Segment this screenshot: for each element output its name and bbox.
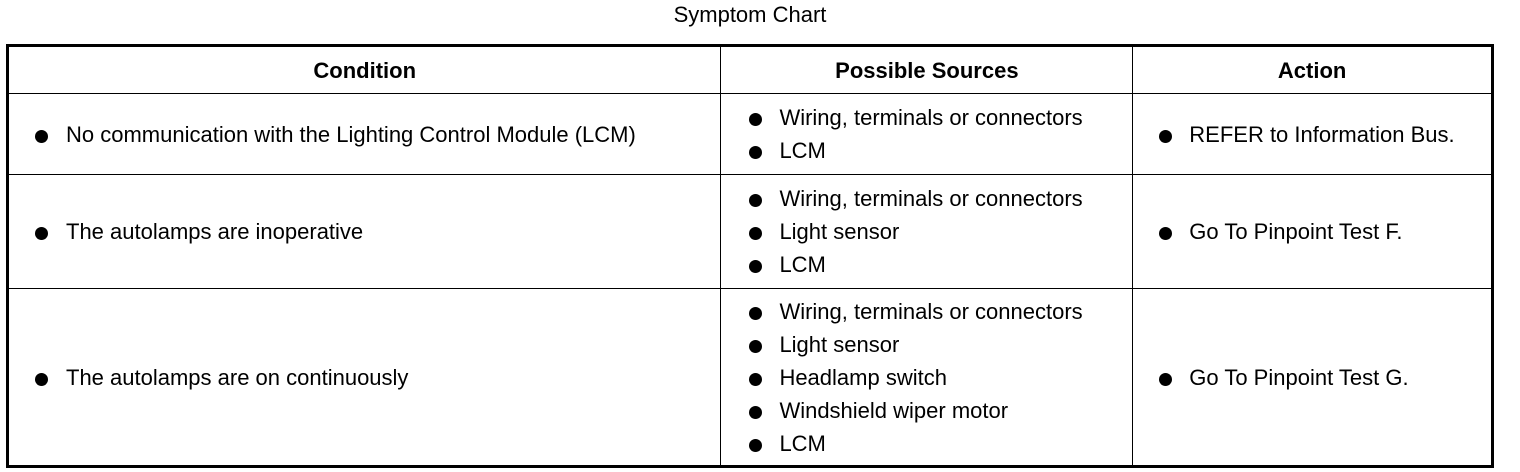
list-item: Wiring, terminals or connectors	[721, 101, 1132, 134]
source-text: Headlamp switch	[779, 364, 947, 390]
table-row: No communication with the Lighting Contr…	[6, 93, 1493, 175]
sources-list: Wiring, terminals or connectors LCM	[721, 101, 1132, 167]
sources-list: Wiring, terminals or connectors Light se…	[721, 295, 1132, 460]
table-row: The autolamps are inoperative Wiring, te…	[6, 174, 1493, 289]
bullet-icon	[35, 129, 48, 143]
list-item: Wiring, terminals or connectors	[721, 182, 1132, 215]
list-item: Go To Pinpoint Test F.	[1133, 215, 1491, 248]
sources-list: Wiring, terminals or connectors Light se…	[721, 182, 1132, 281]
header-action: Action	[1132, 45, 1493, 94]
bullet-icon	[749, 113, 763, 126]
bullet-icon	[749, 227, 763, 240]
source-text: LCM	[779, 430, 826, 456]
source-text: Wiring, terminals or connectors	[779, 186, 1083, 211]
action-text: REFER to Information Bus.	[1189, 121, 1455, 147]
list-item: Light sensor	[721, 215, 1132, 248]
bullet-icon	[1159, 129, 1173, 143]
action-list: Go To Pinpoint Test G.	[1133, 361, 1491, 394]
bullet-icon	[749, 405, 763, 419]
header-condition: Condition	[6, 45, 722, 94]
source-text: LCM	[779, 252, 826, 277]
action-list: REFER to Information Bus.	[1133, 118, 1491, 151]
header-possible-sources: Possible Sources	[720, 45, 1134, 94]
condition-list: The autolamps are on continuously	[9, 361, 720, 394]
bullet-icon	[749, 306, 763, 320]
bullet-icon	[35, 227, 48, 240]
list-item: The autolamps are inoperative	[9, 215, 720, 248]
header-row: Condition Possible Sources Action	[6, 45, 1493, 94]
source-text: Light sensor	[779, 331, 900, 357]
action-cell: Go To Pinpoint Test F.	[1132, 174, 1493, 289]
symptom-table: Condition Possible Sources Action No com…	[6, 44, 1494, 468]
bullet-icon	[749, 146, 763, 159]
bullet-icon	[749, 194, 763, 207]
condition-text: The autolamps are on continuously	[66, 364, 409, 390]
condition-list: No communication with the Lighting Contr…	[9, 118, 720, 151]
sources-cell: Wiring, terminals or connectors Light se…	[720, 288, 1134, 467]
bullet-icon	[1159, 227, 1173, 240]
list-item: Wiring, terminals or connectors	[721, 295, 1132, 328]
list-item: Go To Pinpoint Test G.	[1133, 361, 1491, 394]
condition-text: No communication with the Lighting Contr…	[66, 121, 636, 147]
sources-cell: Wiring, terminals or connectors Light se…	[720, 174, 1134, 289]
bullet-icon	[749, 260, 763, 273]
condition-cell: No communication with the Lighting Contr…	[6, 93, 722, 175]
bullet-icon	[35, 372, 48, 386]
condition-text: The autolamps are inoperative	[66, 219, 364, 244]
list-item: No communication with the Lighting Contr…	[9, 118, 720, 151]
condition-cell: The autolamps are on continuously	[6, 288, 722, 467]
action-text: Go To Pinpoint Test F.	[1189, 219, 1403, 244]
list-item: LCM	[721, 427, 1132, 460]
source-text: Windshield wiper motor	[779, 397, 1009, 423]
source-text: Wiring, terminals or connectors	[779, 105, 1083, 130]
chart-title: Symptom Chart	[673, 2, 827, 27]
bullet-icon	[1159, 372, 1173, 386]
condition-cell: The autolamps are inoperative	[6, 174, 722, 289]
list-item: REFER to Information Bus.	[1133, 118, 1491, 151]
source-text: Light sensor	[779, 219, 900, 244]
list-item: The autolamps are on continuously	[9, 361, 720, 394]
list-item: LCM	[721, 248, 1132, 281]
bullet-icon	[749, 438, 763, 452]
table-row: The autolamps are on continuously Wiring…	[6, 288, 1493, 467]
action-cell: REFER to Information Bus.	[1132, 93, 1493, 175]
source-text: LCM	[779, 138, 826, 163]
list-item: Headlamp switch	[721, 361, 1132, 394]
condition-list: The autolamps are inoperative	[9, 215, 720, 248]
source-text: Wiring, terminals or connectors	[779, 298, 1083, 324]
sources-cell: Wiring, terminals or connectors LCM	[720, 93, 1134, 175]
bullet-icon	[749, 372, 763, 386]
list-item: LCM	[721, 134, 1132, 167]
action-list: Go To Pinpoint Test F.	[1133, 215, 1491, 248]
list-item: Light sensor	[721, 328, 1132, 361]
action-text: Go To Pinpoint Test G.	[1189, 364, 1409, 390]
list-item: Windshield wiper motor	[721, 394, 1132, 427]
bullet-icon	[749, 339, 763, 353]
action-cell: Go To Pinpoint Test G.	[1132, 288, 1493, 467]
